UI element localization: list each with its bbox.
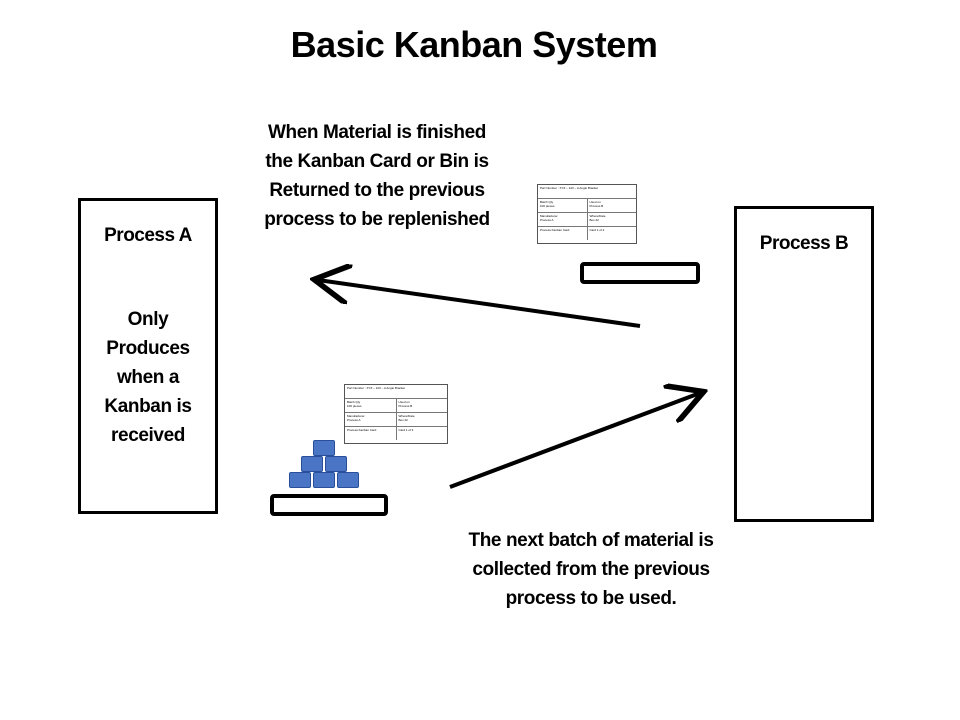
card-footer-left: Process Kanban Card <box>538 227 588 240</box>
material-block <box>301 456 323 472</box>
process-b-box: Process B <box>734 206 874 522</box>
card-where-date-label: Where/Date <box>589 214 606 218</box>
card-part-number: Part Number : XYZ – 123 – A Angle Bracke… <box>347 386 406 390</box>
process-a-label: Process A <box>104 225 192 246</box>
full-bin-bottom <box>270 494 388 516</box>
card-footer-right: Card 1 of 2 <box>589 228 605 232</box>
card-batch-qty-value: 100 pieces <box>347 404 362 408</box>
card-manufacturer-label: Manufacturer <box>540 214 558 218</box>
card-footer-right: Card 1 of 3 <box>398 428 414 432</box>
material-block <box>325 456 347 472</box>
collect-material-note: The next batch of material is collected … <box>468 530 714 609</box>
material-block <box>313 440 335 456</box>
card-footer-left: Process Kanban Card <box>345 427 397 440</box>
process-a-note: Only Produces when a Kanban is received <box>104 309 192 446</box>
kanban-card-top: Part Number : XYZ – 123 – A Angle Bracke… <box>537 184 637 244</box>
card-manufacturer-value: Process A <box>540 218 554 222</box>
card-batch-qty-value: 100 pieces <box>540 204 555 208</box>
material-block <box>289 472 311 488</box>
card-where-date-label: Where/Date <box>398 414 415 418</box>
card-where-date-value: Box 22 <box>398 418 408 422</box>
return-card-note: When Material is finished the Kanban Car… <box>264 122 490 230</box>
process-b-label: Process B <box>759 233 849 254</box>
card-used-on-label: Used on <box>398 400 410 404</box>
empty-bin-top <box>580 262 700 284</box>
card-used-on-label: Used on <box>589 200 601 204</box>
card-batch-qty-label: Batch Qty <box>347 400 361 404</box>
diagram-title: Basic Kanban System <box>290 24 658 65</box>
card-used-on-value: Process B <box>398 404 413 408</box>
card-batch-qty-label: Batch Qty <box>540 200 554 204</box>
material-block <box>337 472 359 488</box>
collect-arrow <box>449 393 700 489</box>
return-arrow <box>318 280 641 328</box>
card-manufacturer-value: Process A <box>347 418 361 422</box>
card-part-number: Part Number : XYZ – 123 – A Angle Bracke… <box>540 186 599 190</box>
material-block <box>313 472 335 488</box>
card-manufacturer-label: Manufacturer <box>347 414 365 418</box>
card-used-on-value: Process B <box>589 204 604 208</box>
card-where-date-value: Box 22 <box>589 218 599 222</box>
process-a-box: Process A Only Produces when a Kanban is… <box>78 198 218 514</box>
kanban-card-bottom: Part Number : XYZ – 123 – A Angle Bracke… <box>344 384 448 444</box>
